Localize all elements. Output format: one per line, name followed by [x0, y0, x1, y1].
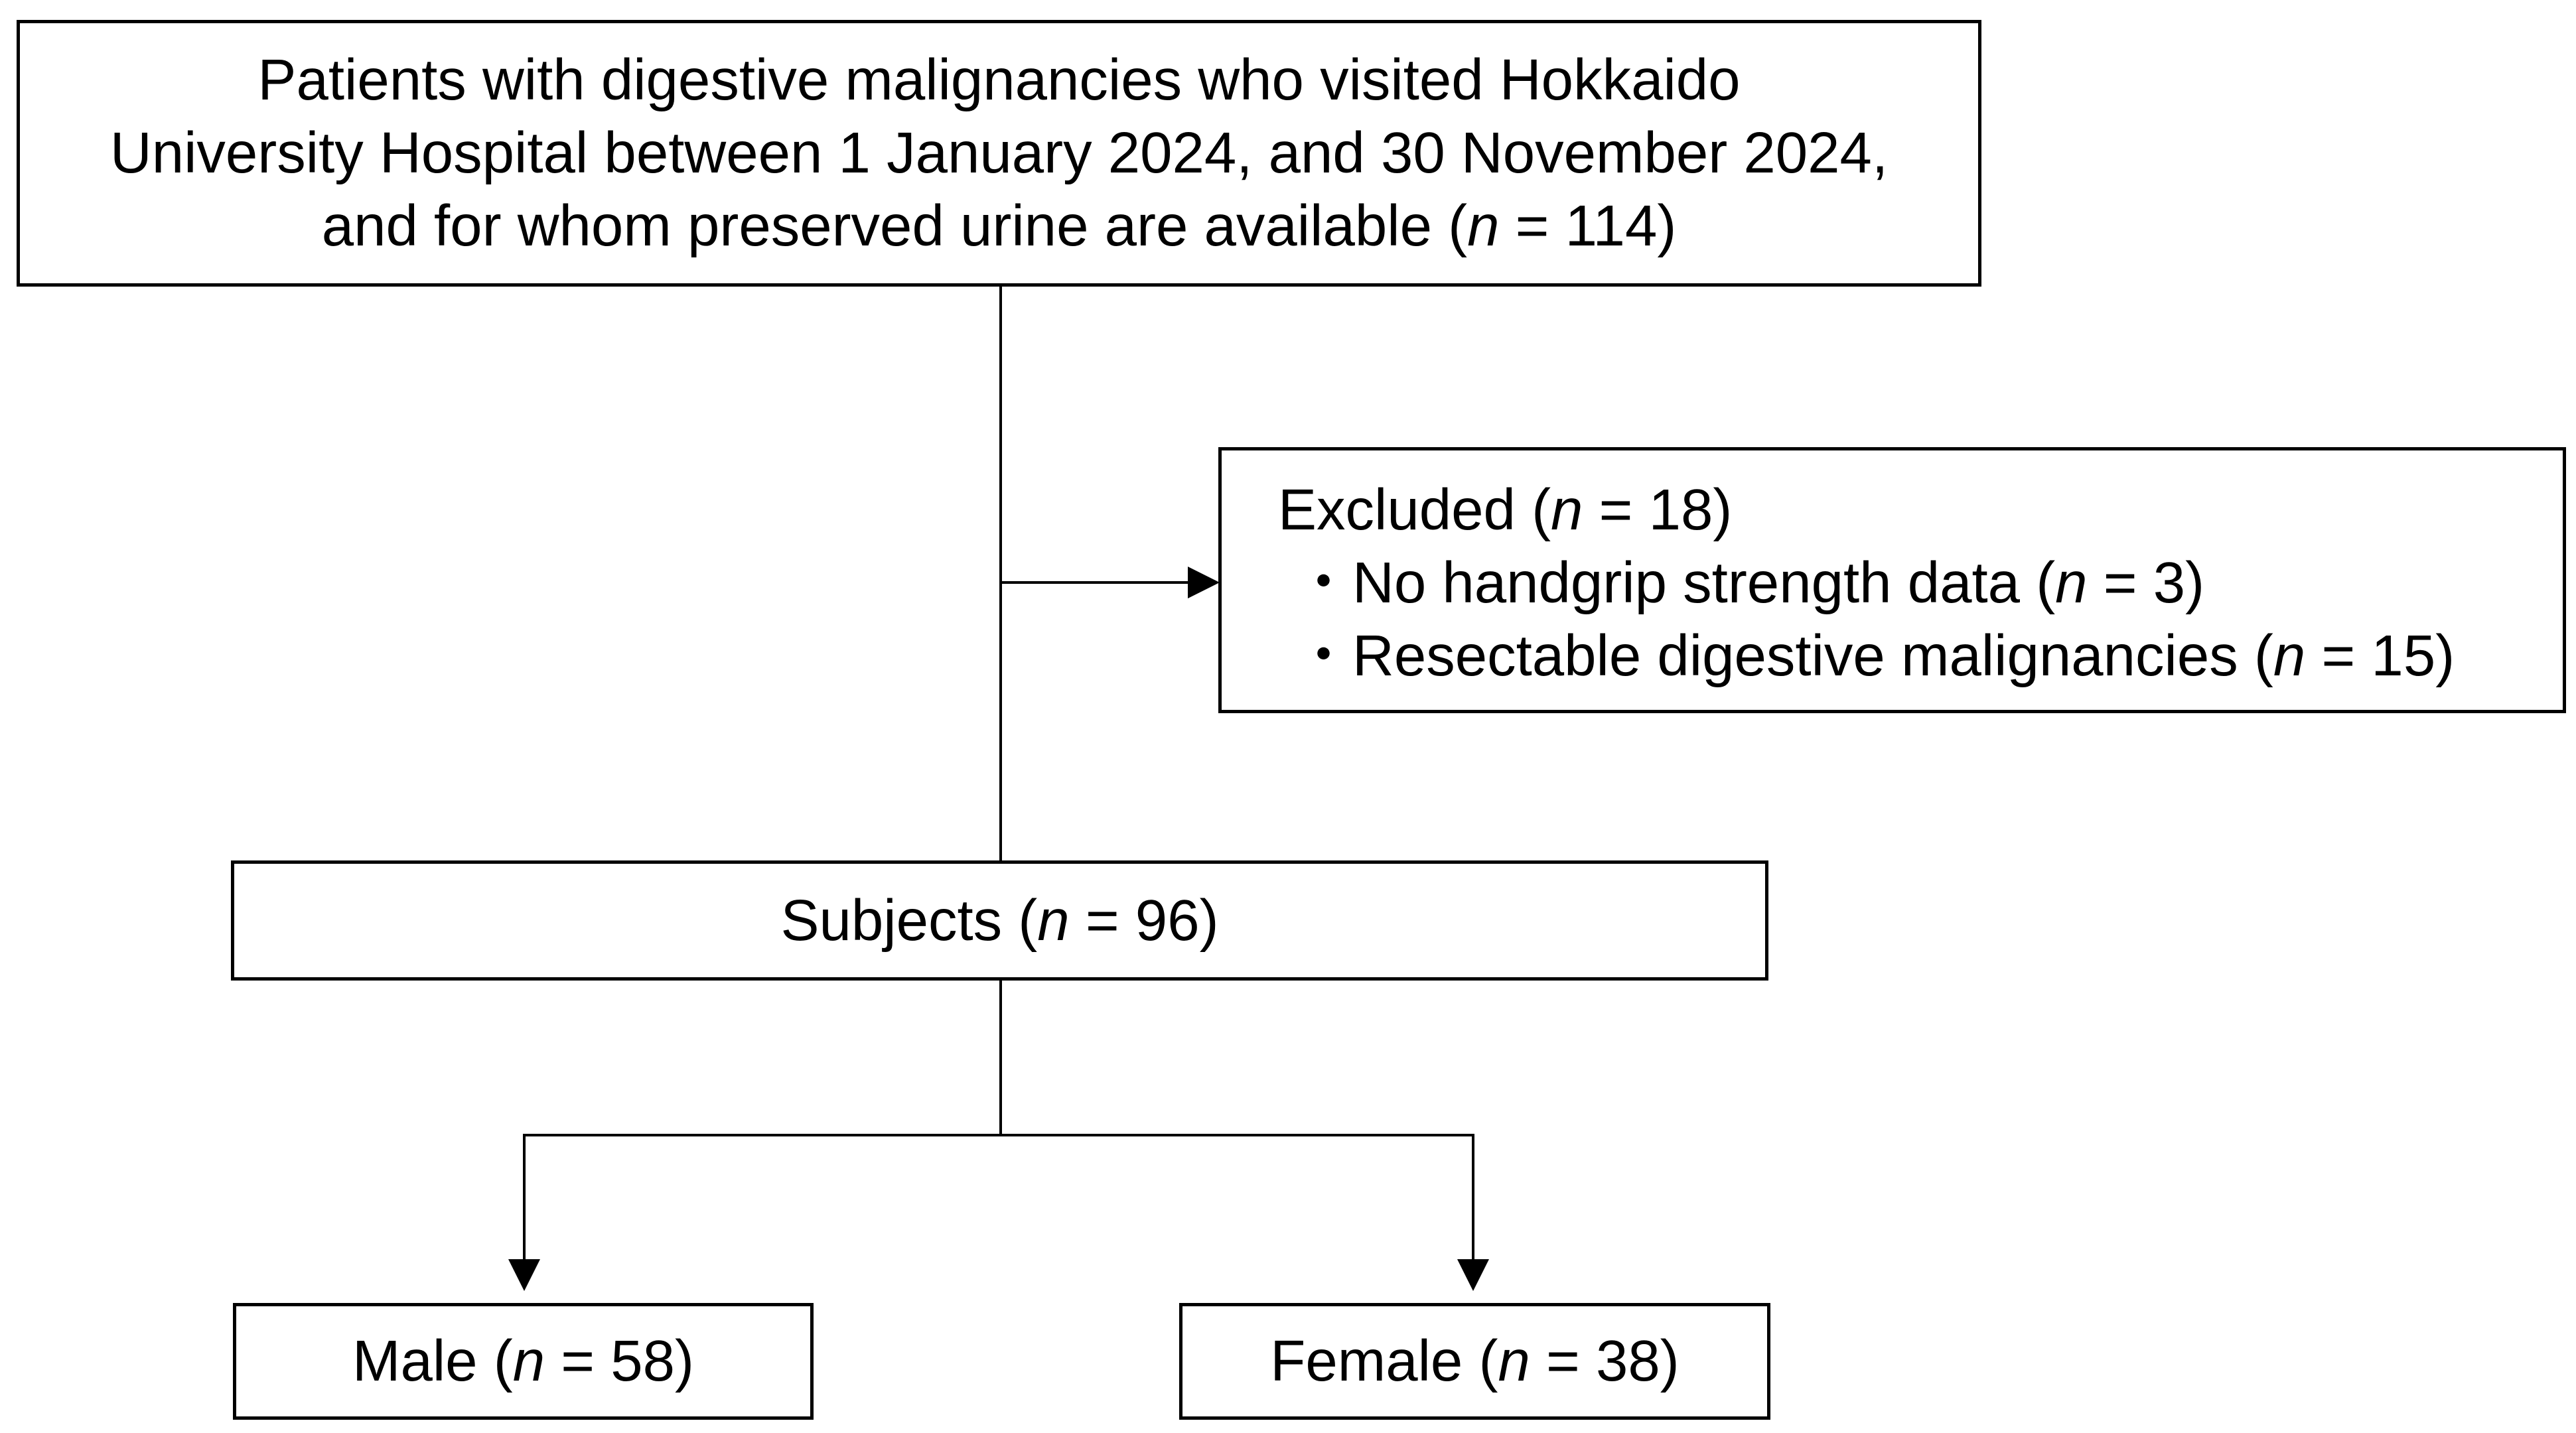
- subjects-box: Subjects (n = 96): [231, 860, 1768, 981]
- excluded-item-resectable-suffix: = 15): [2305, 624, 2455, 688]
- female-label: Female (n = 38): [1270, 1325, 1680, 1398]
- arrow-to-female: [1457, 1259, 1489, 1291]
- excluded-box: Excluded (n = 18) ・No handgrip strength …: [1218, 447, 2566, 713]
- subjects-suffix: = 96): [1069, 888, 1219, 953]
- excluded-item-resectable-n: n: [2273, 624, 2306, 688]
- male-label: Male (n = 58): [352, 1325, 694, 1398]
- excluded-item-resectable-prefix: Resectable digestive malignancies (: [1352, 624, 2273, 688]
- subjects-prefix: Subjects (: [780, 888, 1038, 953]
- patients-box: Patients with digestive malignancies who…: [17, 20, 1981, 287]
- male-n-symbol: n: [512, 1329, 545, 1393]
- excluded-title-suffix: = 18): [1583, 478, 1733, 542]
- excluded-item-handgrip-prefix: No handgrip strength data (: [1352, 551, 2056, 615]
- excluded-item-resectable: ・Resectable digestive malignancies (n = …: [1278, 620, 2455, 693]
- subjects-label: Subjects (n = 96): [780, 884, 1218, 957]
- patients-line-1: Patients with digestive malignancies who…: [257, 48, 1741, 112]
- female-box: Female (n = 38): [1179, 1303, 1770, 1420]
- male-suffix: = 58): [545, 1329, 694, 1393]
- male-box: Male (n = 58): [233, 1303, 814, 1420]
- patients-line-2: University Hospital between 1 January 20…: [109, 121, 1889, 185]
- arrow-to-male: [508, 1259, 540, 1291]
- patients-line-3-prefix: and for whom preserved urine are availab…: [321, 194, 1468, 258]
- bullet-icon: ・: [1295, 551, 1352, 615]
- excluded-title: Excluded (n = 18): [1278, 474, 2455, 547]
- patients-n-symbol: n: [1467, 194, 1500, 258]
- arrow-to-excluded: [1188, 567, 1220, 598]
- excluded-n-symbol: n: [1551, 478, 1583, 542]
- female-n-symbol: n: [1498, 1329, 1530, 1393]
- patients-line-3: and for whom preserved urine are availab…: [322, 190, 1677, 263]
- patients-line-3-suffix: = 114): [1499, 194, 1677, 258]
- subjects-n-symbol: n: [1037, 888, 1070, 953]
- female-suffix: = 38): [1530, 1329, 1680, 1393]
- female-prefix: Female (: [1270, 1329, 1498, 1393]
- excluded-item-handgrip-n: n: [2055, 551, 2088, 615]
- excluded-title-prefix: Excluded (: [1278, 478, 1551, 542]
- excluded-item-handgrip: ・No handgrip strength data (n = 3): [1278, 547, 2455, 620]
- male-prefix: Male (: [352, 1329, 513, 1393]
- excluded-item-handgrip-suffix: = 3): [2087, 551, 2205, 615]
- bullet-icon: ・: [1295, 624, 1352, 688]
